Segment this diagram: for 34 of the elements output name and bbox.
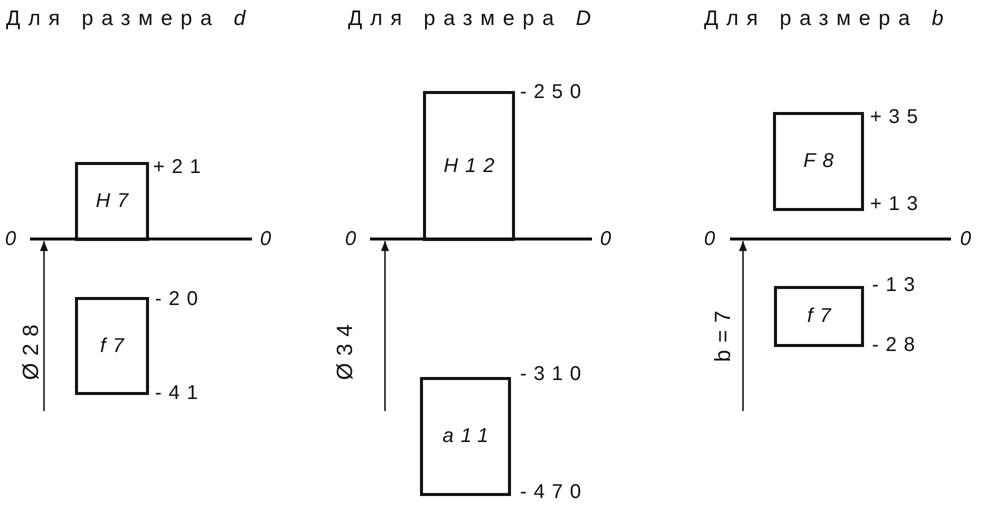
tolerance-grade: H7 [96,190,136,213]
tolerance-grade: H12 [444,154,502,178]
dimension-label: Ø28 [20,317,42,380]
tolerance-field-box [75,162,149,241]
tolerance-field-box [423,91,515,241]
tolerance-grade: f7 [100,334,131,358]
tolerance-field-box [774,286,864,347]
tolerance-field-box [420,377,511,496]
deviation-value: -20 [155,288,205,310]
deviation-value: -41 [155,382,205,404]
tolerance-grade: f7 [807,305,838,328]
zero-line-label: 0 [345,228,364,250]
dimension-label: b=7 [712,304,734,362]
tolerance-grade: a11 [442,425,496,448]
deviation-value: +13 [870,193,925,215]
panel-heading: Для размера d [6,8,254,30]
panel-heading: Для размера b [704,8,952,30]
tolerance-grade: F8 [803,150,841,173]
deviation-value: +35 [870,106,925,128]
zero-line-label: 0 [960,228,978,250]
tolerance-field-box [773,112,864,211]
zero-line-label: 0 [704,228,722,250]
deviation-value: -470 [520,481,588,503]
panel-heading: Для размера D [348,8,599,30]
dimension-label: Ø34 [334,317,356,380]
tolerance-field-box [75,297,149,395]
zero-line-label: 0 [5,228,24,250]
deviation-value: -13 [872,274,922,296]
deviation-value: -28 [872,334,922,356]
deviation-value: -310 [520,363,588,385]
zero-line-label: 0 [600,228,618,250]
deviation-value: -250 [520,81,588,103]
deviation-value: +21 [153,156,208,178]
zero-line-label: 0 [260,228,278,250]
